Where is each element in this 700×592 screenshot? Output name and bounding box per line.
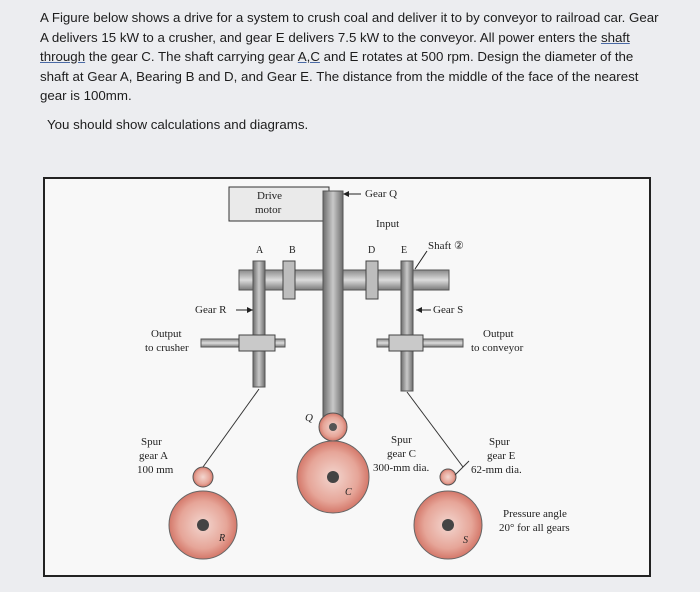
q-label: Q	[305, 412, 313, 424]
gear-e-small	[439, 468, 457, 486]
shaft-2-label: Shaft ②	[428, 240, 464, 252]
pressure-angle-label-2: 20° for all gears	[499, 522, 570, 534]
link-through[interactable]: through	[40, 49, 86, 64]
gear-e-shaft	[400, 260, 414, 392]
problem-line-5: gear is 100mm.	[40, 88, 132, 103]
gear-q-label: Gear Q	[365, 188, 397, 200]
problem-line-2: A delivers 15 kW to a crusher, and gear …	[40, 29, 630, 45]
spur-e-label-2: gear E	[487, 450, 516, 462]
gear-r	[238, 334, 276, 352]
main-shaft	[238, 269, 450, 291]
drive-motor-label-2: motor	[255, 204, 282, 216]
spur-a-label-2: gear A	[139, 450, 168, 462]
drive-figure: Drive motor Gear Q Input A B C D E Shaft…	[43, 177, 651, 577]
crusher-output-label: Output	[151, 328, 182, 340]
r-label: R	[218, 533, 225, 544]
bearing-b	[282, 260, 296, 300]
problem-line-4: shaft at Gear A, Bearing B and D, and Ge…	[40, 68, 639, 84]
label-d: D	[368, 245, 375, 256]
spur-e-label-3: 62-mm dia.	[471, 464, 522, 476]
spur-a-label-3: 100 mm	[137, 464, 174, 476]
link-ac[interactable]: A,C	[297, 49, 320, 64]
gear-a-small	[192, 466, 214, 488]
conveyor-output-label-2: to conveyor	[471, 342, 524, 354]
spur-a-label-1: Spur	[141, 436, 162, 448]
gear-s-label: Gear S	[433, 304, 463, 316]
s-label: S	[463, 535, 468, 546]
c-label: C	[345, 487, 352, 498]
drive-motor-label: Drive	[257, 190, 282, 202]
gear-c-shaft	[322, 190, 344, 422]
conveyor-output-label: Output	[483, 328, 514, 340]
bearing-d	[365, 260, 379, 300]
spur-c-label-2: gear C	[387, 448, 416, 460]
label-e: E	[401, 245, 407, 256]
label-b: B	[289, 245, 296, 256]
drive-motor-box	[228, 186, 330, 222]
problem-line-3: through the gear C. The shaft carrying g…	[40, 49, 634, 64]
spur-e-label-1: Spur	[489, 436, 510, 448]
gear-r-label: Gear R	[195, 304, 227, 316]
drive-diagram: Drive motor Gear Q Input A B C D E Shaft…	[43, 177, 651, 577]
spur-c-label-1: Spur	[391, 434, 412, 446]
input-label: Input	[376, 218, 399, 230]
pressure-angle-label-1: Pressure angle	[503, 508, 567, 520]
gear-a-shaft	[252, 260, 266, 388]
instruction-text: You should show calculations and diagram…	[47, 117, 309, 132]
crusher-output-label-2: to crusher	[145, 342, 189, 354]
problem-line-1: A Figure below shows a drive for a syste…	[40, 10, 659, 25]
link-shaft[interactable]: shaft	[600, 29, 630, 45]
label-a: A	[256, 245, 264, 256]
gear-s	[388, 334, 424, 352]
problem-statement: A Figure below shows a drive for a syste…	[40, 8, 670, 106]
spur-c-label-3: 300-mm dia.	[373, 462, 429, 474]
